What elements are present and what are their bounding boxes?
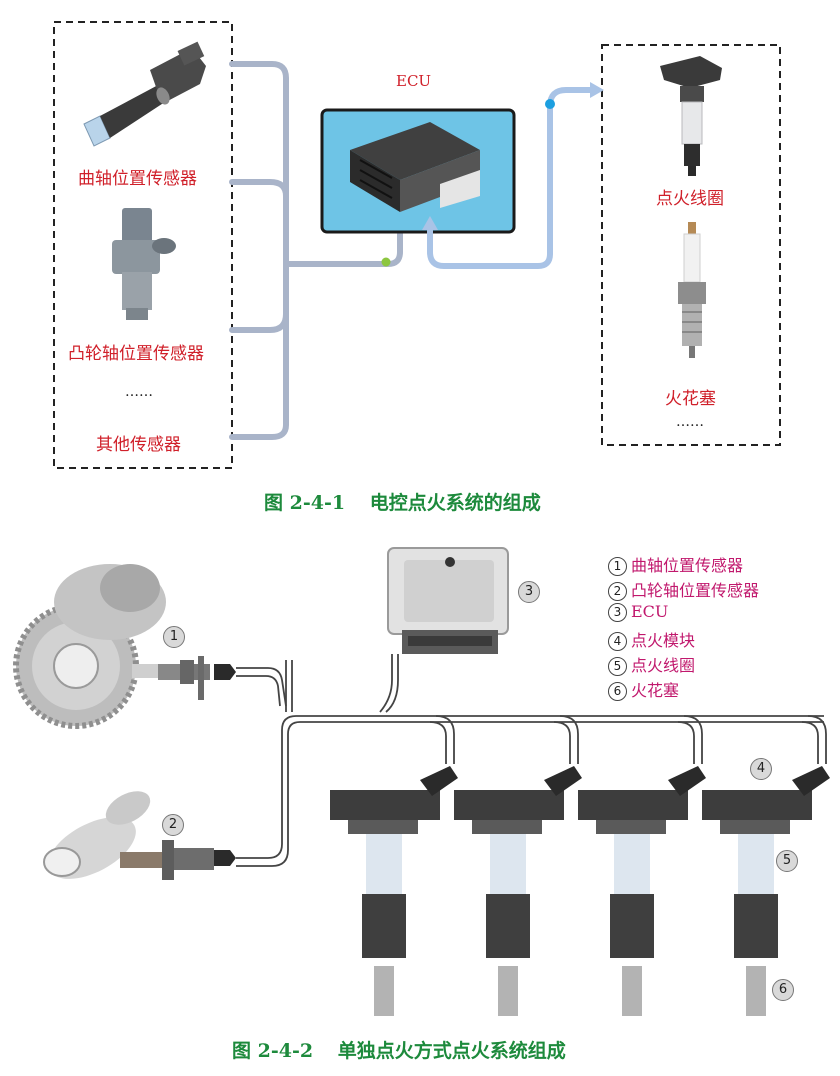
output-signal-line [427, 87, 595, 269]
coil-unit-2 [454, 766, 582, 1016]
callout-6: 6 [772, 979, 794, 1001]
left-ellipsis: …… [125, 384, 153, 400]
legend-number: 3 [608, 603, 627, 622]
legend-text: 凸轮轴位置传感器 [631, 581, 760, 600]
crankshaft-image [13, 564, 166, 729]
figure2-caption-text: 单独点火方式点火系统组成 [337, 1040, 566, 1062]
ecu-label: ECU [396, 72, 432, 90]
figure1-diagram [53, 21, 781, 469]
legend-text: ECU [631, 602, 669, 621]
cam-sensor-image [112, 208, 176, 320]
legend-number: 6 [608, 682, 627, 701]
callout-2: 2 [162, 814, 184, 836]
crank-sensor-label: 曲轴位置传感器 [78, 169, 197, 189]
callout-3: 3 [518, 581, 540, 603]
figure-2-4-1: ECU 曲轴位置传感器 凸轮轴位置传感器 …… 其他传感器 点火线圈 火花塞 …… [0, 0, 840, 520]
cam-sensor-2-image [120, 840, 236, 880]
legend-number: 4 [608, 632, 627, 651]
legend-text: 火花塞 [631, 681, 680, 700]
sensor-group-box [53, 21, 233, 469]
other-sensors-label: 其他传感器 [96, 435, 181, 455]
legend-text: 曲轴位置传感器 [631, 556, 744, 575]
crank-sensor-image [83, 41, 206, 147]
legend-number: 2 [608, 582, 627, 601]
figure1-caption-number: 图 2-4-1 [264, 492, 346, 514]
input-connector-dot [381, 257, 391, 267]
ignition-coil-label: 点火线圈 [656, 189, 724, 209]
figure1-caption-text: 电控点火系统的组成 [369, 492, 541, 514]
actuator-group-box [601, 44, 781, 446]
ecu-unit-image [387, 547, 509, 654]
legend-number: 1 [608, 557, 627, 576]
ecu-module-icon [350, 122, 480, 212]
coil-unit-4 [702, 766, 830, 1016]
legend-number: 5 [608, 657, 627, 676]
callout-4: 4 [750, 758, 772, 780]
figure2-caption: 图 2-4-2 单独点火方式点火系统组成 [232, 1036, 566, 1063]
legend-text: 点火线圈 [631, 656, 696, 675]
spark-plug-label: 火花塞 [665, 389, 716, 409]
callout-1: 1 [163, 626, 185, 648]
ignition-coil-image [660, 56, 722, 176]
callout-5: 5 [776, 850, 798, 872]
coil-unit-3 [578, 766, 706, 1016]
crank-sensor-2-image [158, 656, 236, 700]
output-connector-dot [545, 99, 555, 109]
figure1-caption: 图 2-4-1 电控点火系统的组成 [264, 488, 541, 515]
cam-sensor-label: 凸轮轴位置传感器 [68, 344, 204, 364]
output-arrowhead-ecu [422, 216, 438, 230]
camshaft-image [43, 791, 151, 879]
spark-plug-image [678, 222, 706, 358]
right-ellipsis: …… [676, 414, 704, 430]
legend-text: 点火模块 [631, 631, 696, 650]
output-arrowhead-coil [590, 82, 604, 98]
wiring-harness [236, 654, 827, 867]
figure2-caption-number: 图 2-4-2 [232, 1040, 314, 1062]
figure2-diagram [13, 547, 830, 1016]
coil-unit-1 [330, 766, 458, 1016]
